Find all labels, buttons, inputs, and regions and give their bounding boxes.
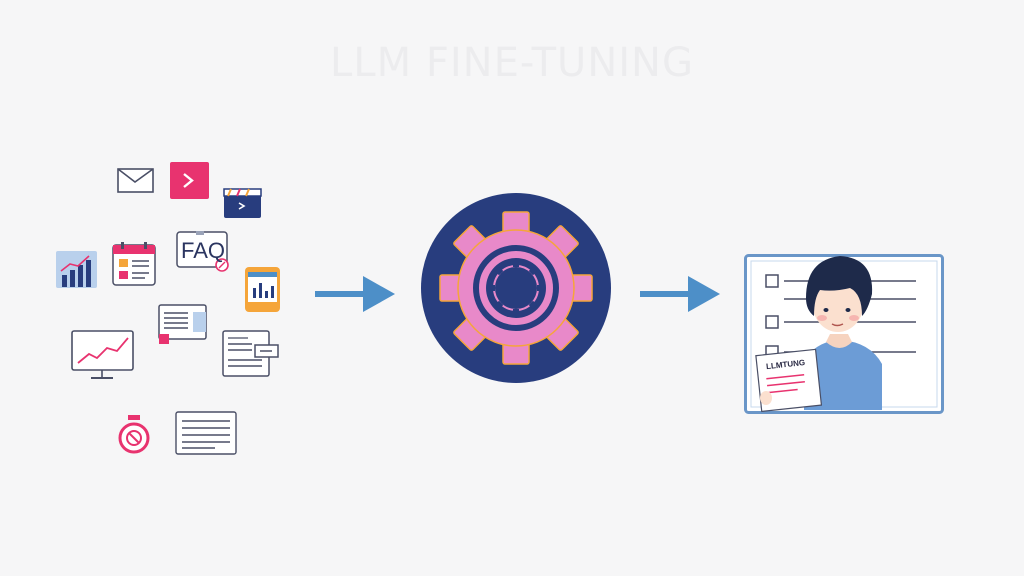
calendar-icon [112, 242, 156, 286]
mail-icon [117, 168, 154, 193]
faq-label: FAQ [180, 238, 225, 263]
form-icon [222, 330, 279, 377]
terminal-icon [170, 162, 209, 199]
arrow-to-result [640, 276, 720, 312]
checklist-person-icon [744, 254, 944, 414]
arrow-to-gear [315, 276, 395, 312]
monitor-chart-icon [71, 330, 134, 379]
video-icon [223, 188, 262, 218]
tablet-chart-icon [245, 267, 280, 312]
gear-icon [421, 193, 611, 383]
faq-icon [176, 231, 229, 272]
bar-chart-icon [56, 251, 97, 288]
document-icon [158, 304, 207, 344]
diagram-title: LLM FINE-TUNING [330, 40, 694, 86]
timer-icon [118, 415, 150, 454]
text-block-icon [175, 411, 237, 455]
